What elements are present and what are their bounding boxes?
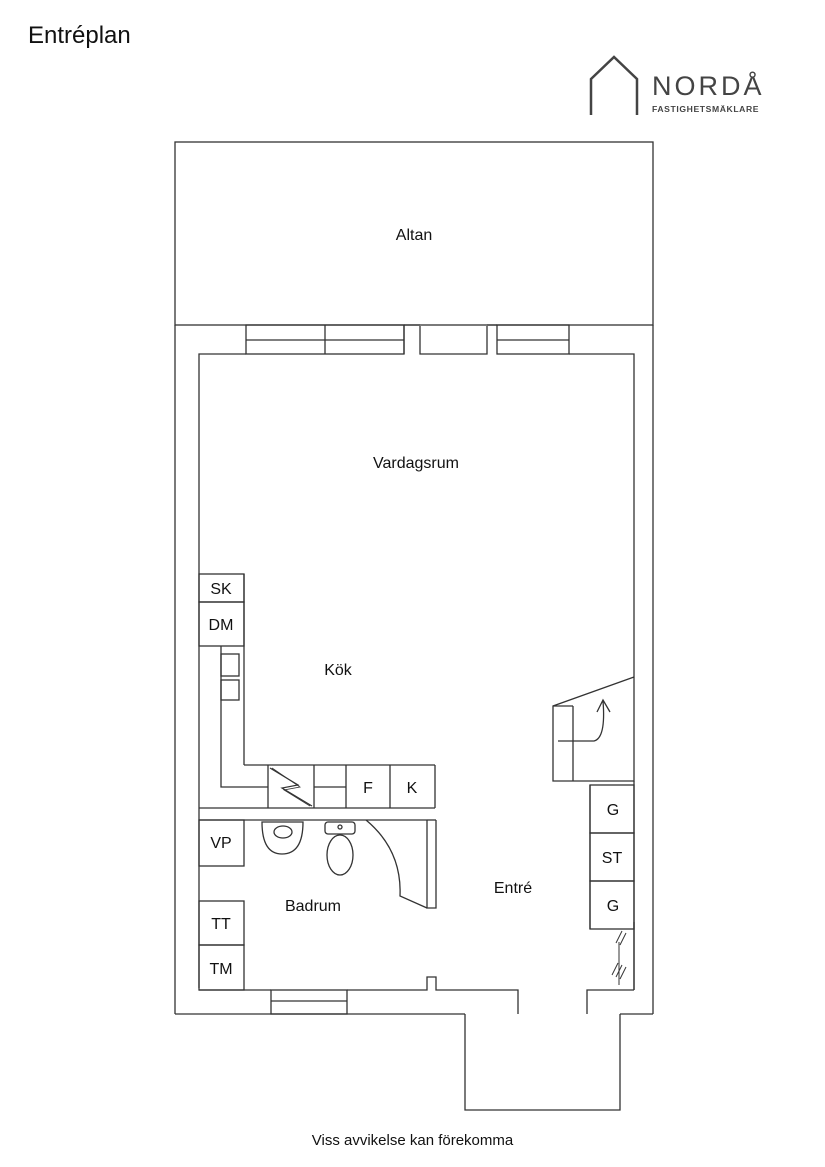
fixture-label-vp: VP — [210, 835, 231, 852]
room-label-vardagsrum: Vardagsrum — [373, 455, 459, 472]
fixture-label-g-top: G — [607, 802, 619, 819]
logo-wordmark: NORDÅ — [652, 71, 765, 101]
fixture-label-dm: DM — [209, 617, 234, 634]
logo-tagline: FASTIGHETSMÄKLARE — [652, 104, 760, 114]
company-logo: NORDÅ FASTIGHETSMÄKLARE — [588, 55, 788, 117]
fixture-label-g-bottom: G — [607, 898, 619, 915]
page-title: Entréplan — [28, 22, 131, 49]
fixture-label-st: ST — [602, 850, 623, 867]
room-label-altan: Altan — [396, 227, 432, 244]
disclaimer-text: Viss avvikelse kan förekomma — [311, 1132, 514, 1149]
house-icon — [589, 55, 639, 115]
fixture-label-tm: TM — [209, 961, 232, 978]
fixture-label-k: K — [407, 780, 418, 797]
walls — [174, 141, 654, 1111]
fixture-label-f: F — [363, 780, 373, 797]
room-label-badrum: Badrum — [285, 898, 341, 915]
fixture-label-sk: SK — [210, 581, 232, 598]
room-label-entre: Entré — [494, 880, 532, 897]
room-label-kok: Kök — [324, 662, 353, 679]
fixture-label-tt: TT — [211, 916, 231, 933]
